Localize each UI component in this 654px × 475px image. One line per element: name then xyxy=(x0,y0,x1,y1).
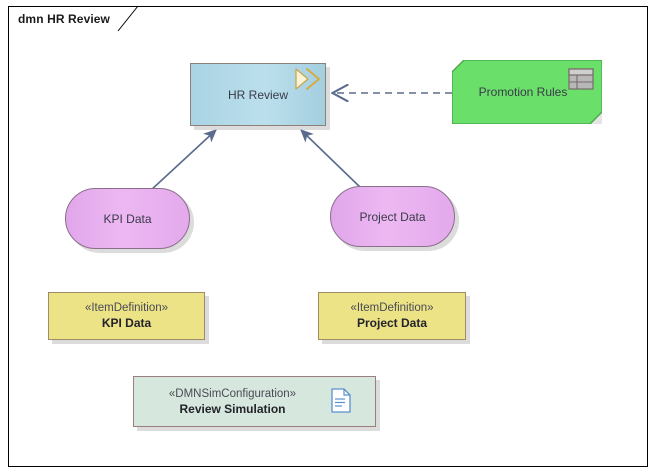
promotion-rules-label: Promotion Rules xyxy=(478,85,568,99)
promotion-rules-shape xyxy=(452,60,602,124)
double-chevron-icon xyxy=(295,68,320,90)
project-data-itemdef-name: Project Data xyxy=(356,316,428,330)
review-simulation-stereotype: «DMNSimConfiguration» xyxy=(168,387,297,400)
project-data-oval-label: Project Data xyxy=(359,209,426,224)
node-kpi-data-itemdefinition[interactable]: «ItemDefinition» KPI Data xyxy=(48,292,205,340)
project-data-itemdef-stereotype: «ItemDefinition» xyxy=(350,302,434,314)
node-project-data-itemdefinition[interactable]: «ItemDefinition» Project Data xyxy=(318,292,466,340)
document-note-icon xyxy=(331,388,351,413)
frame-tab-slant-edge xyxy=(117,5,139,32)
node-kpi-data-input[interactable]: KPI Data xyxy=(65,188,190,249)
node-promotion-rules[interactable]: Promotion Rules xyxy=(452,60,602,124)
diagram-frame-tab[interactable]: dmn HR Review xyxy=(8,6,118,30)
node-project-data-input[interactable]: Project Data xyxy=(330,186,455,247)
kpi-data-itemdef-stereotype: «ItemDefinition» xyxy=(84,302,169,314)
node-review-simulation[interactable]: «DMNSimConfiguration» Review Simulation xyxy=(133,376,376,427)
review-simulation-name: Review Simulation xyxy=(179,401,286,416)
node-hr-review[interactable]: HR Review xyxy=(190,63,326,126)
diagram-title: dmn HR Review xyxy=(18,11,110,26)
kpi-data-oval-label: KPI Data xyxy=(103,211,152,226)
hr-review-label: HR Review xyxy=(227,87,288,102)
decision-table-icon xyxy=(568,68,594,90)
kpi-data-itemdef-name: KPI Data xyxy=(101,316,152,330)
